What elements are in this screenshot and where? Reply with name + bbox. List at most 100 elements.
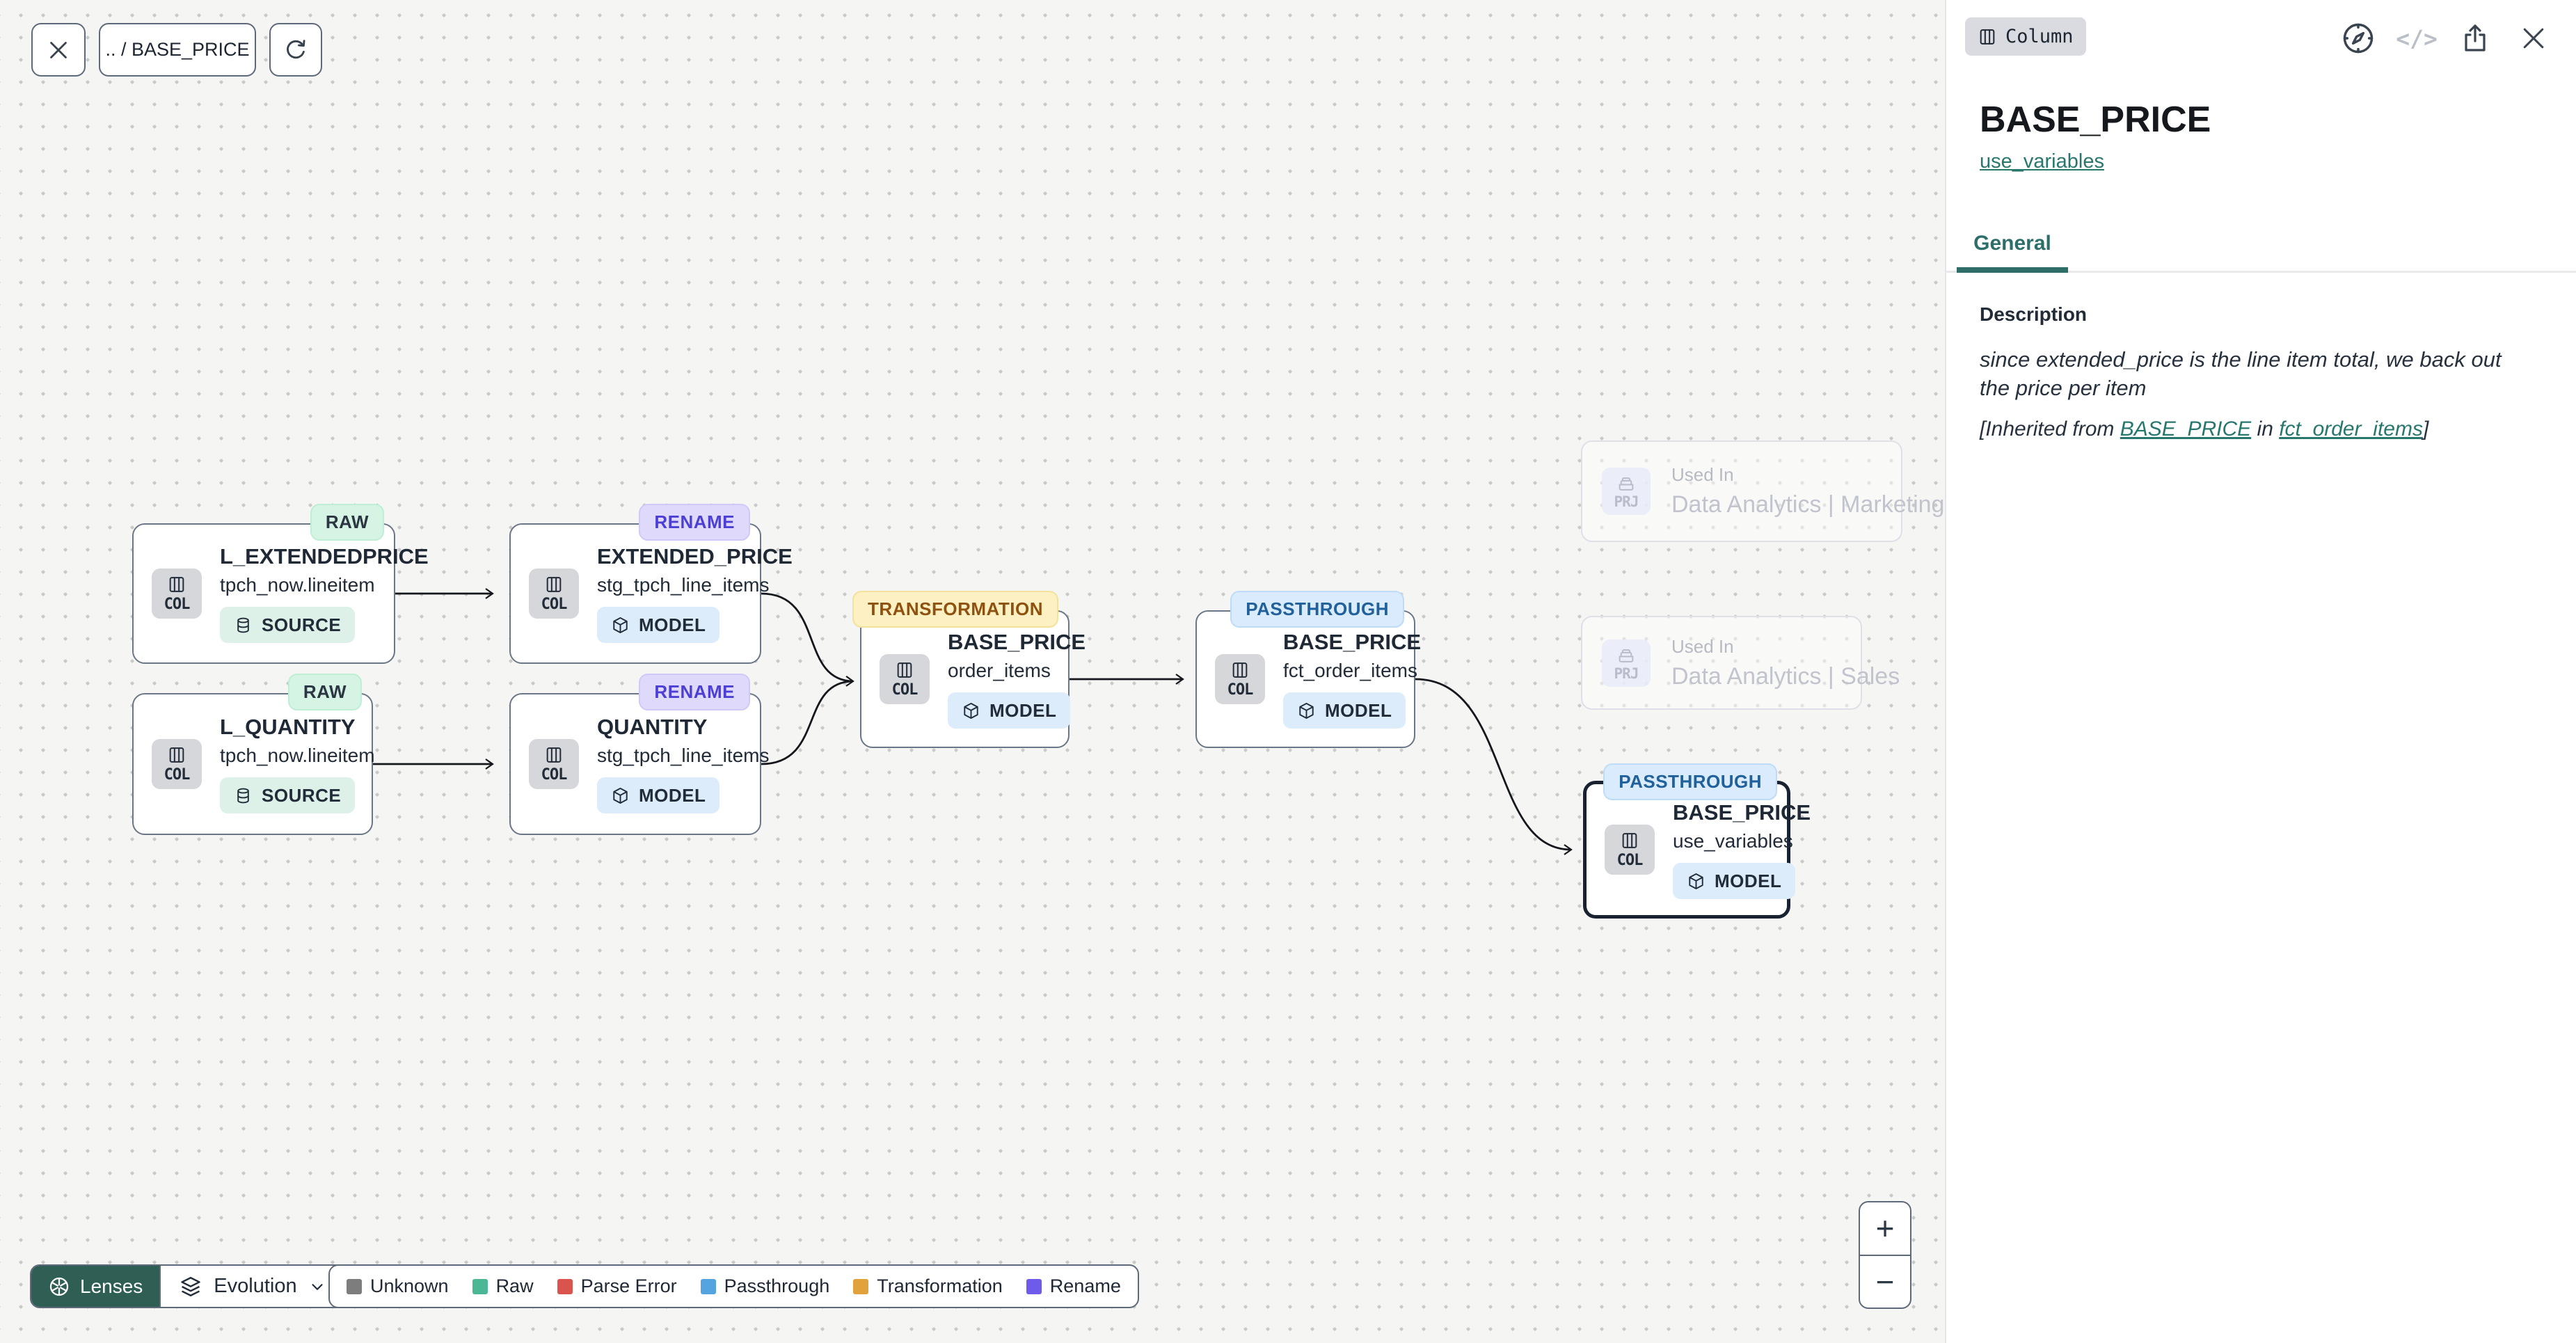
close-lineage-button[interactable] xyxy=(31,23,86,77)
locate-in-graph-button[interactable] xyxy=(2339,19,2377,57)
columns-icon xyxy=(546,747,562,763)
column-entity-chip: COL xyxy=(152,739,202,789)
entity-type-badge: Column xyxy=(1965,17,2086,56)
inherited-column-link[interactable]: BASE_PRICE xyxy=(2120,418,2252,440)
legend-label: Unknown xyxy=(370,1276,449,1296)
legend-label: Passthrough xyxy=(724,1276,830,1296)
legend-label: Raw xyxy=(495,1276,534,1296)
lens-legend: Unknown Raw Parse Error Passthrough Tran… xyxy=(328,1264,1139,1308)
lens-badge: PASSTHROUGH xyxy=(1230,591,1404,628)
node-title: EXTENDED_PRICE xyxy=(597,544,793,569)
entity-kind-label: PRJ xyxy=(1614,493,1639,510)
columns-icon xyxy=(1980,29,1995,45)
description-heading: Description xyxy=(1980,303,2088,325)
lineage-node-extended-price[interactable]: RENAME COL EXTENDED_PRICE stg_tpch_line_… xyxy=(509,504,793,664)
inherited-middle: in xyxy=(2251,418,2280,440)
node-subtitle: tpch_now.lineitem xyxy=(220,574,375,596)
lineage-node-base-price-use-variables[interactable]: PASSTHROUGH COL BASE_PRICE use_variables… xyxy=(1583,763,1811,919)
legend-label: Parse Error xyxy=(580,1276,677,1296)
share-button[interactable] xyxy=(2456,19,2494,57)
lens-mode-label: Evolution xyxy=(214,1275,297,1297)
node-type-label: MODEL xyxy=(1715,870,1782,891)
entity-kind-label: COL xyxy=(541,595,568,613)
node-type-pill: SOURCE xyxy=(220,777,356,813)
node-subtitle: use_variables xyxy=(1673,830,1793,852)
code-icon: </> xyxy=(2396,24,2438,52)
entity-kind-label: COL xyxy=(1616,851,1644,869)
zoom-out-button[interactable]: − xyxy=(1860,1256,1910,1308)
node-title: BASE_PRICE xyxy=(948,630,1086,654)
details-sidebar: Column </> BASE_PRICE use_variables Gene… xyxy=(1945,0,2576,1343)
used-in-label: Used In xyxy=(1671,635,1734,657)
inherited-model-link[interactable]: fct_order_items xyxy=(2279,418,2423,440)
node-type-label: MODEL xyxy=(639,784,706,806)
used-in-node-marketing[interactable]: PRJ Used In Data Analytics | Marketing xyxy=(1581,440,1944,542)
cube-icon xyxy=(1299,702,1314,719)
tab-general[interactable]: General xyxy=(1957,220,2068,273)
entity-kind-label: COL xyxy=(1227,681,1254,699)
lenses-button[interactable]: Lenses xyxy=(31,1266,160,1307)
legend-swatch xyxy=(557,1278,573,1294)
entity-kind-label: COL xyxy=(541,765,568,784)
zoom-in-button[interactable]: + xyxy=(1860,1202,1910,1256)
lineage-node-l-extendedprice[interactable]: RAW COL L_EXTENDEDPRICE tpch_now.lineite… xyxy=(132,504,429,664)
node-subtitle: stg_tpch_line_items xyxy=(597,574,770,596)
lens-badge: RENAME xyxy=(639,674,750,710)
lineage-canvas[interactable]: .. / BASE_PRICE PRJ Used In Data Analyti… xyxy=(0,0,1945,1343)
close-icon xyxy=(2523,28,2544,49)
sidebar-tabbar: General xyxy=(1946,220,2576,273)
lens-badge: RAW xyxy=(287,674,362,710)
columns-icon xyxy=(897,662,912,678)
edge xyxy=(1415,678,1573,855)
refresh-button[interactable] xyxy=(269,23,322,77)
lens-badge: RAW xyxy=(310,504,384,541)
entity-kind-label: COL xyxy=(891,681,919,699)
column-title: BASE_PRICE xyxy=(1980,100,2211,140)
columns-icon xyxy=(546,576,562,592)
close-sidebar-button[interactable] xyxy=(2515,19,2552,57)
entity-kind-label: COL xyxy=(164,595,191,613)
project-trays-icon xyxy=(1619,649,1634,662)
node-type-label: MODEL xyxy=(989,699,1057,721)
columns-icon xyxy=(1232,662,1248,678)
cube-icon xyxy=(613,787,628,804)
cube-icon xyxy=(964,702,978,719)
legend-swatch xyxy=(347,1278,362,1294)
column-entity-chip: COL xyxy=(1215,654,1265,704)
used-in-name: Data Analytics | Marketing xyxy=(1671,491,1945,518)
node-title: L_QUANTITY xyxy=(220,715,356,739)
used-in-name: Data Analytics | Sales xyxy=(1671,662,1900,690)
legend-swatch xyxy=(472,1278,488,1294)
lens-badge: PASSTHROUGH xyxy=(1603,763,1777,800)
close-icon xyxy=(50,41,67,58)
cube-icon xyxy=(613,617,628,633)
legend-item: Rename xyxy=(1026,1276,1121,1297)
node-subtitle: stg_tpch_line_items xyxy=(597,745,770,766)
entity-kind-label: COL xyxy=(164,765,191,784)
node-type-pill: MODEL xyxy=(1283,692,1406,729)
lens-mode-dropdown[interactable]: Evolution xyxy=(159,1266,344,1307)
lineage-node-base-price-order-items[interactable]: TRANSFORMATION COL BASE_PRICE order_item… xyxy=(852,591,1086,748)
parent-model-link[interactable]: use_variables xyxy=(1980,150,2104,173)
node-type-pill: MODEL xyxy=(597,777,720,813)
project-entity-chip: PRJ xyxy=(1602,468,1651,515)
lineage-node-l-quantity[interactable]: RAW COL L_QUANTITY tpch_now.lineitem SOU… xyxy=(132,674,375,835)
refresh-icon xyxy=(287,39,305,58)
used-in-node-sales[interactable]: PRJ Used In Data Analytics | Sales xyxy=(1581,616,1900,710)
lineage-node-quantity[interactable]: RENAME COL QUANTITY stg_tpch_line_items … xyxy=(509,674,769,835)
columns-icon xyxy=(169,576,184,592)
column-entity-chip: COL xyxy=(529,739,579,789)
cube-icon xyxy=(1689,873,1703,889)
node-subtitle: fct_order_items xyxy=(1283,660,1417,681)
breadcrumb[interactable]: .. / BASE_PRICE xyxy=(99,23,256,77)
node-title: L_EXTENDEDPRICE xyxy=(220,544,429,569)
inherited-suffix: ] xyxy=(2422,418,2429,440)
used-in-label: Used In xyxy=(1671,464,1734,485)
lineage-node-base-price-fct-order-items[interactable]: PASSTHROUGH COL BASE_PRICE fct_order_ite… xyxy=(1195,591,1421,748)
zoom-controls: + − xyxy=(1859,1201,1911,1309)
view-code-button[interactable]: </> xyxy=(2396,19,2438,57)
lens-badge: TRANSFORMATION xyxy=(852,591,1058,628)
share-export-icon xyxy=(2465,24,2486,51)
lenses-label: Lenses xyxy=(80,1275,143,1297)
node-subtitle: order_items xyxy=(948,660,1051,681)
